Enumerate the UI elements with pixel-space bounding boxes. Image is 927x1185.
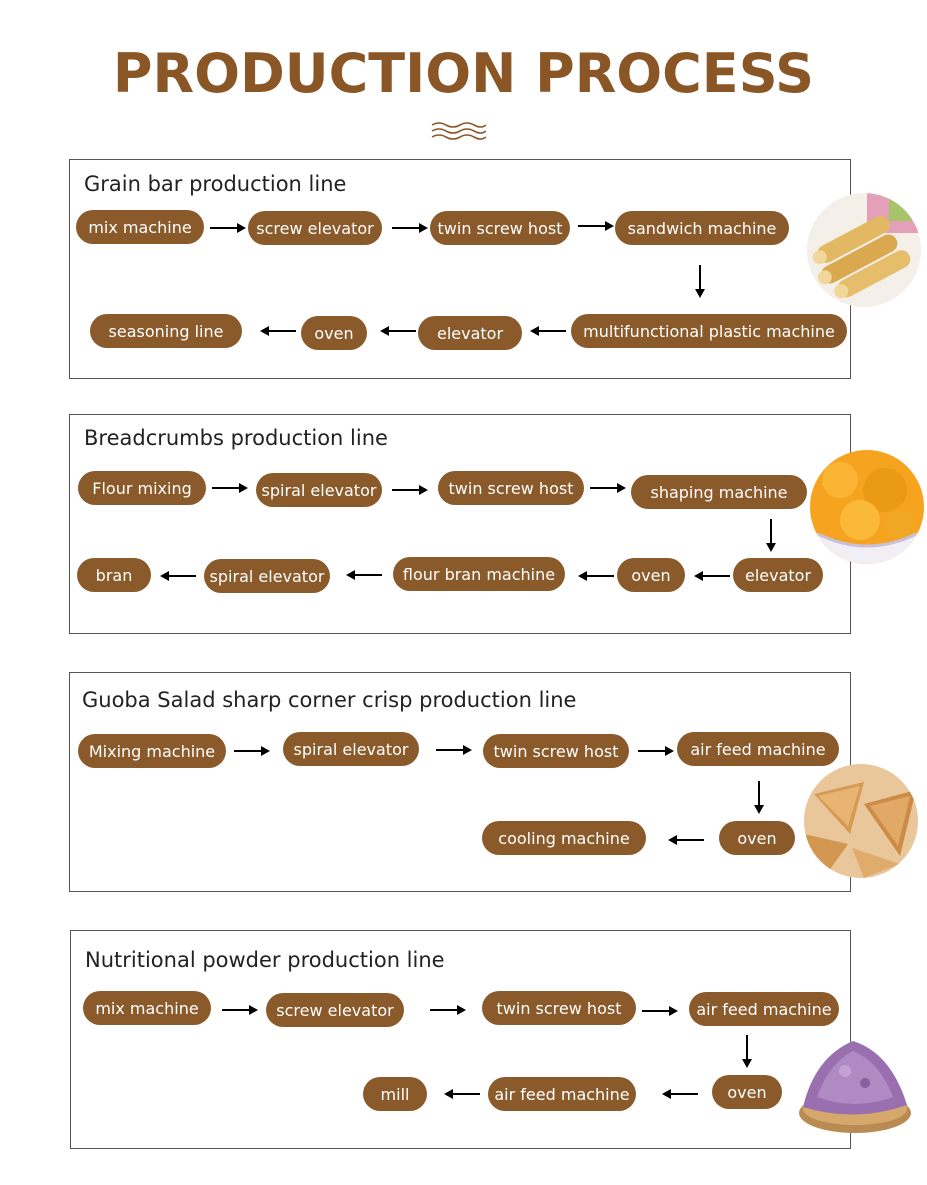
grain-bar-step-6: elevator [418, 316, 522, 350]
arrow-left-icon [662, 1089, 698, 1099]
arrow-left-icon [694, 571, 730, 581]
arrow-right-icon [392, 223, 428, 233]
wave-divider-icon [431, 122, 486, 140]
breadcrumbs-panel [69, 414, 851, 634]
guoba-panel [69, 672, 851, 892]
powder-step-2: screw elevator [266, 993, 404, 1027]
grain-bar-step-2: screw elevator [248, 211, 382, 245]
arrow-left-icon [530, 326, 566, 336]
grain-bar-title: Grain bar production line [84, 172, 347, 196]
nutritional-powder-panel [70, 930, 851, 1149]
breadcrumbs-step-7: flour bran machine [393, 557, 565, 591]
arrow-left-icon [346, 570, 382, 580]
orange-breadcrumbs-image [810, 450, 924, 564]
arrow-right-icon [430, 1005, 466, 1015]
arrow-down-icon [742, 1035, 752, 1068]
breadcrumbs-step-8: spiral elevator [204, 559, 330, 593]
nutritional-powder-title: Nutritional powder production line [85, 948, 445, 972]
breadcrumbs-step-6: oven [617, 558, 685, 592]
grain-bar-step-5: multifunctional plastic machine [571, 314, 847, 348]
grain-bar-step-8: seasoning line [90, 314, 242, 348]
purple-powder-image [799, 1041, 911, 1133]
powder-step-6: air feed machine [488, 1077, 636, 1111]
arrow-right-icon [436, 745, 472, 755]
grain-bar-step-7: oven [301, 316, 367, 350]
arrow-right-icon [590, 483, 626, 493]
breadcrumbs-step-1: Flour mixing [78, 471, 206, 505]
page-title: PRODUCTION PROCESS [112, 42, 815, 105]
arrow-left-icon [260, 326, 296, 336]
arrow-down-icon [695, 265, 705, 298]
corner-crisp-image [804, 764, 918, 878]
breadcrumbs-step-2: spiral elevator [256, 473, 382, 507]
arrow-left-icon [668, 835, 704, 845]
powder-step-7: mill [363, 1077, 427, 1111]
grain-bar-rolls-image [807, 193, 921, 307]
arrow-down-icon [754, 781, 764, 814]
guoba-step-5: oven [719, 821, 795, 855]
guoba-step-1: Mixing machine [78, 734, 226, 768]
breadcrumbs-step-3: twin screw host [438, 471, 584, 505]
breadcrumbs-step-9: bran [77, 558, 151, 592]
arrow-down-icon [766, 519, 776, 552]
arrow-left-icon [578, 571, 614, 581]
breadcrumbs-title: Breadcrumbs production line [84, 426, 388, 450]
guoba-step-3: twin screw host [483, 734, 629, 768]
arrow-left-icon [380, 326, 416, 336]
arrow-right-icon [210, 223, 246, 233]
guoba-title: Guoba Salad sharp corner crisp productio… [82, 688, 577, 712]
guoba-step-6: cooling machine [482, 821, 646, 855]
powder-step-1: mix machine [83, 991, 211, 1025]
powder-step-3: twin screw host [482, 991, 636, 1025]
guoba-step-4: air feed machine [677, 732, 839, 766]
arrow-right-icon [392, 485, 428, 495]
grain-bar-step-1: mix machine [76, 210, 204, 244]
arrow-right-icon [642, 1006, 678, 1016]
grain-bar-step-4: sandwich machine [615, 211, 789, 245]
powder-step-4: air feed machine [689, 992, 839, 1026]
breadcrumbs-step-5: elevator [733, 558, 823, 592]
breadcrumbs-step-4: shaping machine [631, 475, 807, 509]
powder-step-5: oven [712, 1075, 782, 1109]
arrow-left-icon [160, 571, 196, 581]
arrow-right-icon [638, 746, 674, 756]
guoba-step-2: spiral elevator [283, 732, 419, 766]
arrow-right-icon [212, 483, 248, 493]
grain-bar-step-3: twin screw host [430, 211, 570, 245]
arrow-right-icon [222, 1005, 258, 1015]
arrow-right-icon [578, 221, 614, 231]
arrow-left-icon [444, 1089, 480, 1099]
arrow-right-icon [234, 746, 270, 756]
